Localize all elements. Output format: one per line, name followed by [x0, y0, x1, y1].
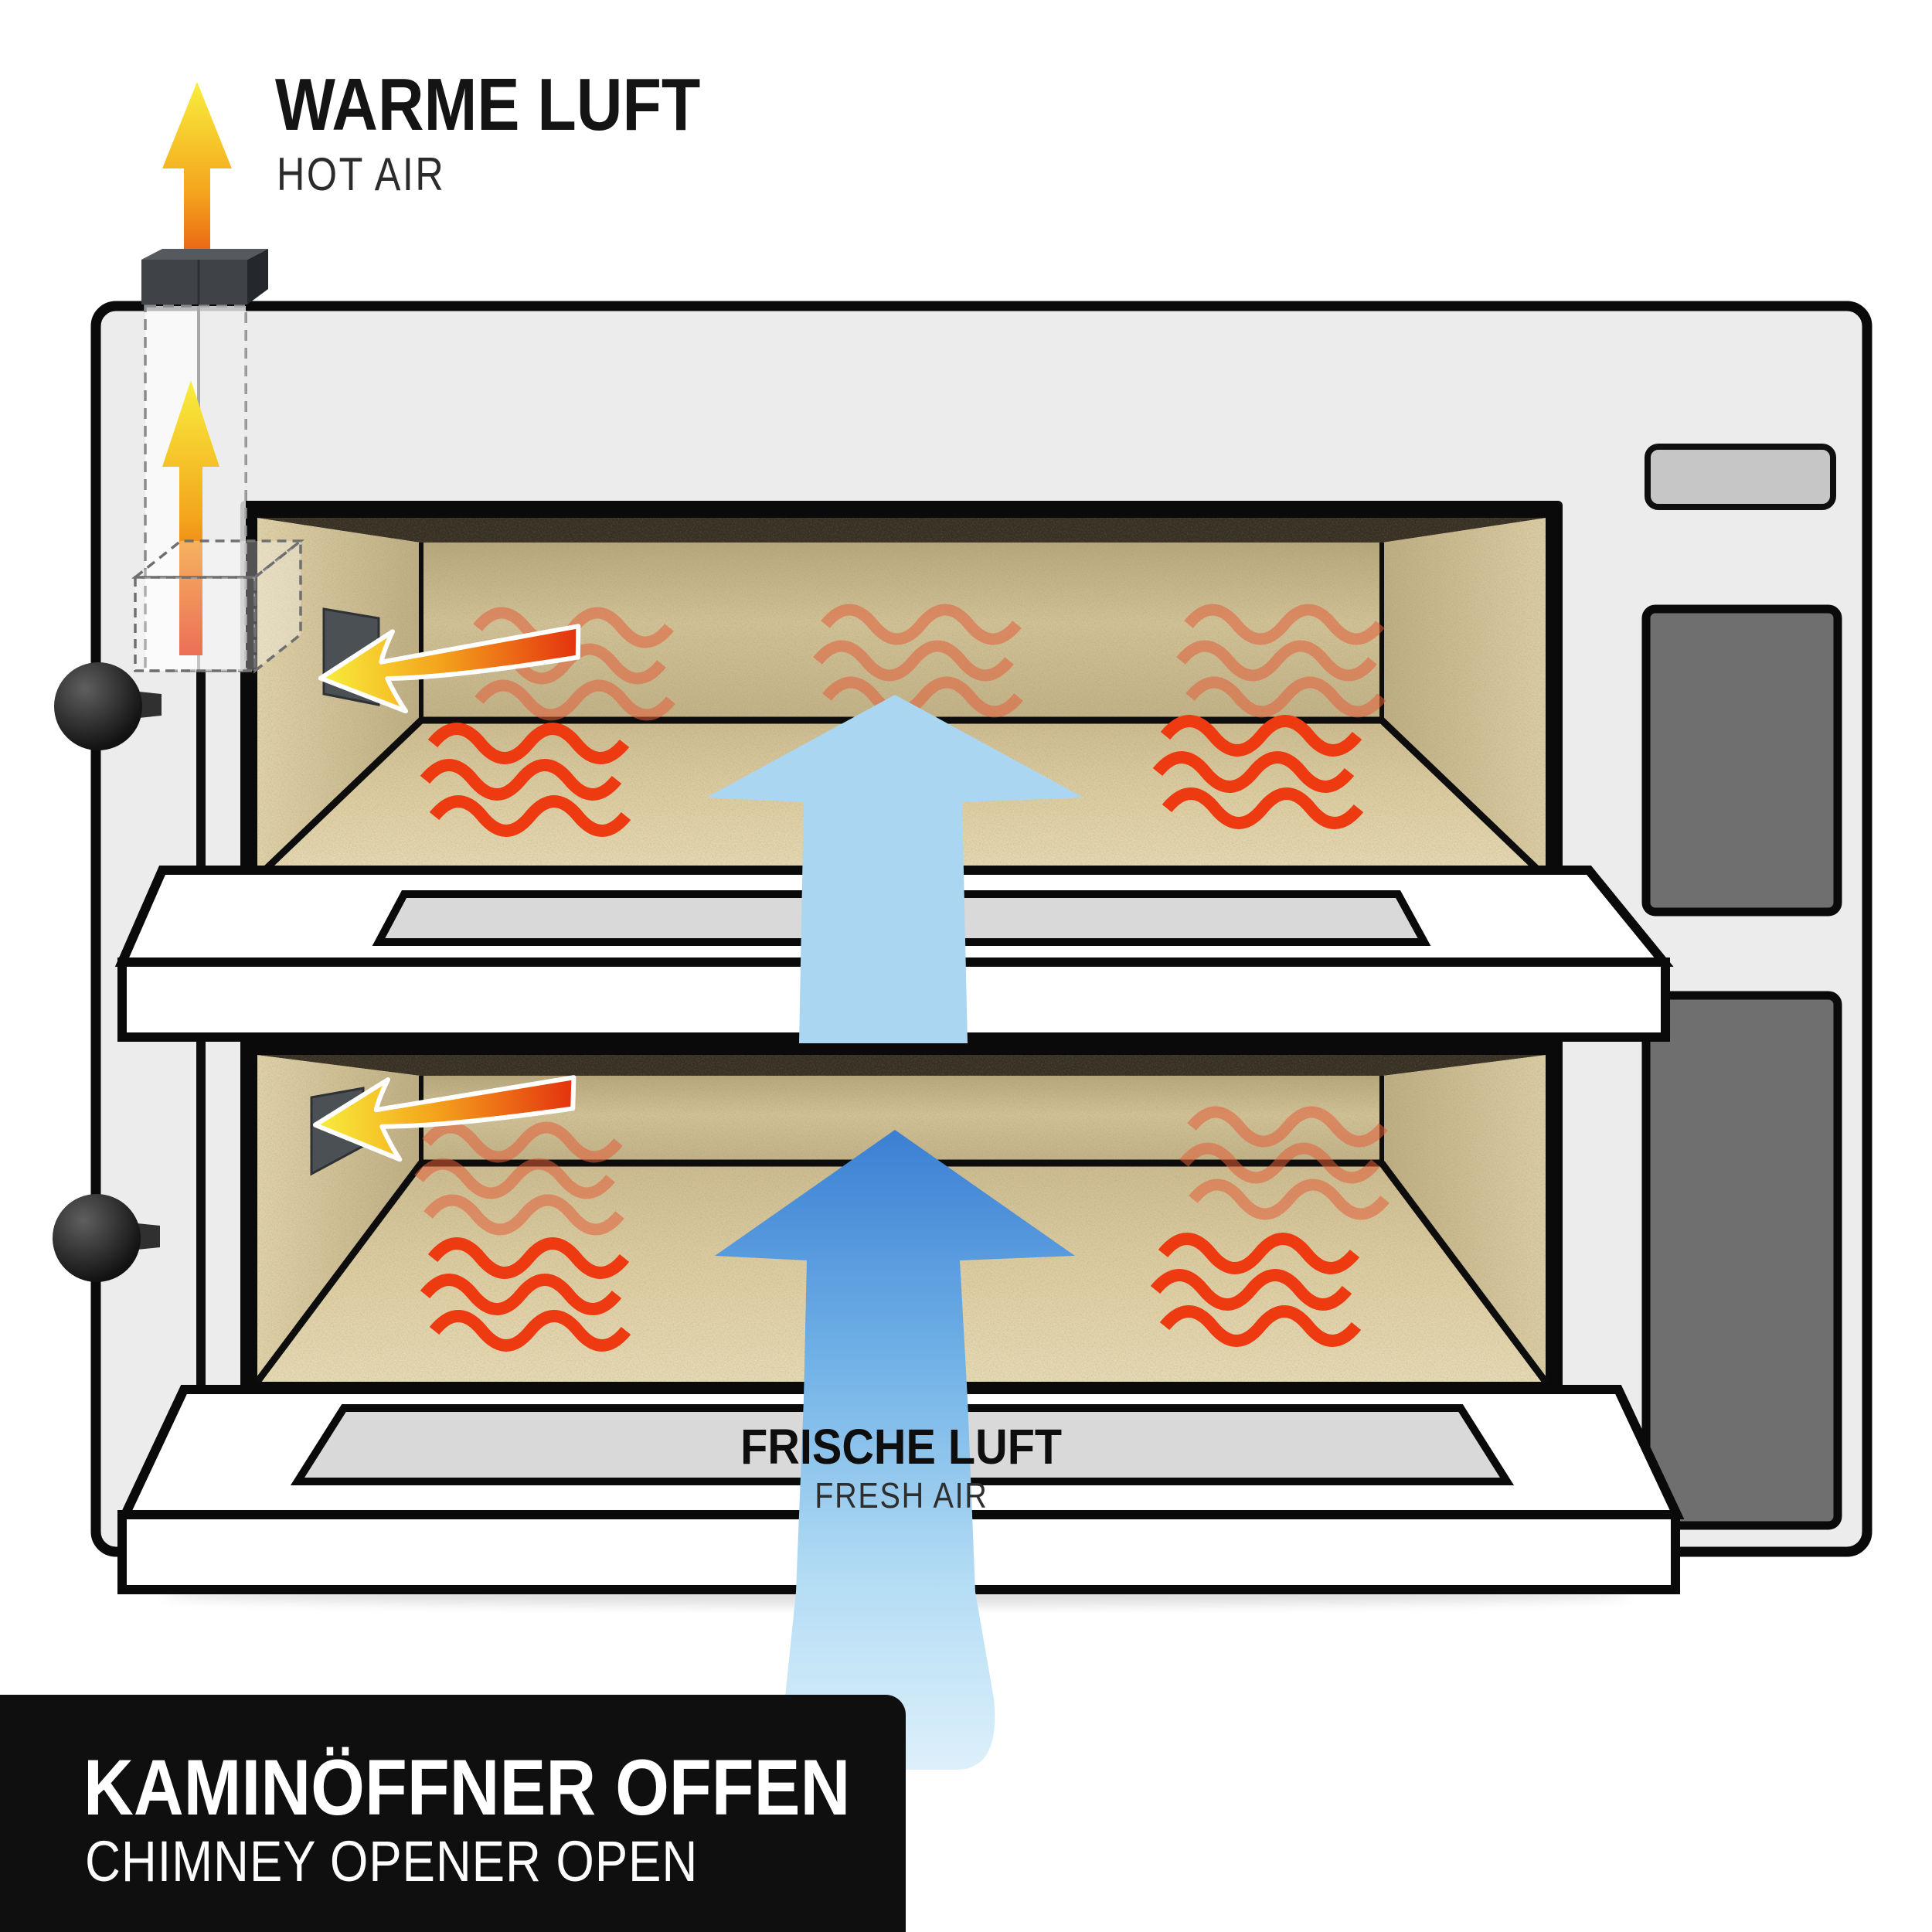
- duct-seam-upper: [196, 671, 206, 872]
- chimney-duct: [131, 304, 305, 674]
- upper-oven-chamber: [240, 501, 1563, 893]
- caption-title: KAMINÖFFNER OFFEN: [83, 1743, 851, 1832]
- duct-hot-air-arrow-icon: [162, 380, 219, 655]
- caption-subtitle: CHIMNEY OPENER OPEN: [85, 1829, 699, 1893]
- hot-air-arrow-icon: [162, 82, 232, 303]
- control-panel-lower: [1641, 991, 1842, 1530]
- warm-air-label-de: WARME LUFT: [275, 63, 701, 146]
- duct-seam-lower: [196, 1037, 206, 1391]
- fresh-air-arrow-upper-icon: [706, 695, 1083, 1043]
- door-knob-lower: [53, 1194, 160, 1282]
- caption-box: [0, 1695, 906, 1932]
- door-knob-upper: [54, 662, 162, 750]
- fresh-air-arrow-lower-icon: [715, 1130, 1075, 1770]
- chimney-opener-box: [131, 538, 305, 674]
- warm-air-label-en: HOT AIR: [277, 148, 446, 200]
- fresh-air-label-en: FRESH AIR: [814, 1475, 988, 1515]
- chimney-cap: [141, 249, 268, 304]
- fresh-air-label-de: FRISCHE LUFT: [740, 1419, 1062, 1475]
- display-button: [1645, 444, 1836, 510]
- control-panel-upper: [1641, 604, 1842, 917]
